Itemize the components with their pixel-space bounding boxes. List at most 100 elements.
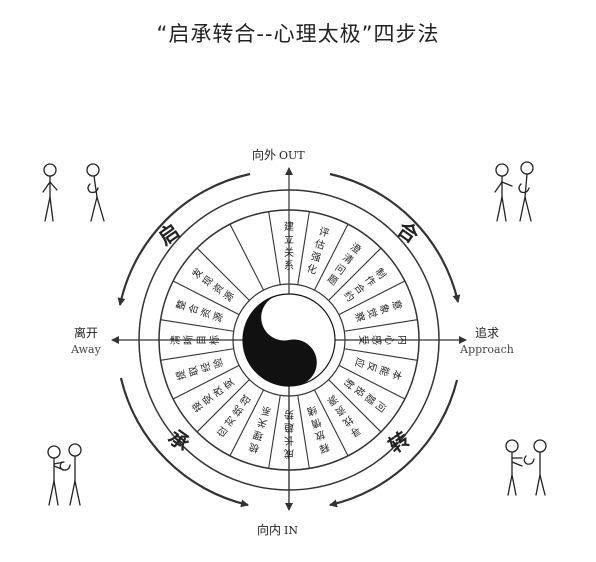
- sector-label-char: 察: [352, 310, 367, 324]
- sector-label-char: 关: [255, 416, 269, 431]
- stick-figures-top-left: [42, 163, 105, 222]
- yin-yang-symbol: [242, 293, 336, 387]
- axis-label-top-cn: 向外: [252, 147, 276, 162]
- sector-label-char: 象: [377, 303, 392, 316]
- sector-label-char: 释: [317, 440, 331, 455]
- sector-label-char: 能: [377, 364, 392, 378]
- sector-label-char: 势: [284, 408, 294, 421]
- sector-spoke: [338, 364, 406, 400]
- sector-spoke: [160, 348, 234, 361]
- sector-spoke: [160, 319, 234, 332]
- sector-spoke: [313, 223, 349, 291]
- sector-label-char: 取: [187, 364, 202, 377]
- sector-label-char: 验: [210, 356, 225, 370]
- sector-label-char: 系: [260, 403, 273, 418]
- sector-spoke: [297, 211, 310, 285]
- sector-label-char: 提: [174, 368, 189, 381]
- sector-label-char: 整: [173, 298, 188, 312]
- sector-label-char: 本: [389, 368, 404, 382]
- sector-label-char: 放: [313, 428, 327, 443]
- sector-spoke: [328, 247, 382, 301]
- axis-label-right-en: Approach: [459, 343, 514, 356]
- sector-label-char: 系: [284, 260, 294, 272]
- outer-ring: [138, 189, 440, 491]
- arc-arrow-cheng: [119, 377, 249, 508]
- sector-label-char: 应: [352, 356, 367, 370]
- sector-label-char: 标: [209, 335, 221, 345]
- sector-label-char: 受: [357, 335, 369, 345]
- axis-label-left-en: Away: [70, 343, 101, 356]
- sector-label-char: 意: [389, 298, 404, 312]
- axis-label-right-cn: 追求: [475, 325, 499, 340]
- sector-label-char: 建: [284, 220, 294, 233]
- sector-labels: 建立关系评估强化澄清问题制作合约意象觉察内心感受本能反应问题投射寻找资源释放情绪…: [169, 220, 409, 459]
- sector-label-char: 感: [370, 335, 383, 345]
- sector-spoke: [196, 379, 250, 433]
- axis-label-bottom-cn: 向内: [257, 522, 281, 537]
- sector-spoke: [328, 379, 382, 433]
- sector-label-char: 经: [198, 360, 213, 374]
- arc-arrow-zhuan: [329, 379, 459, 508]
- stick-figures-top-right: [494, 161, 534, 222]
- sector-spoke: [172, 280, 240, 316]
- sector-spoke: [229, 223, 265, 291]
- sector-spoke: [268, 395, 281, 469]
- sector-label-char: 源: [210, 310, 225, 324]
- sector-spoke: [172, 364, 240, 400]
- sector-label-char: 理: [252, 428, 265, 443]
- sector-label-char: 心: [383, 335, 395, 345]
- sector-label-char: 合: [186, 302, 201, 316]
- stick-figures-bottom-left: [47, 443, 82, 506]
- quadrant-label-qi: 启: [154, 219, 184, 250]
- stick-figures-bottom-right: [505, 439, 547, 496]
- axis-label-left-cn: 离开: [74, 325, 98, 340]
- sector-spoke: [338, 280, 406, 316]
- sector-spokes: [160, 211, 418, 469]
- sector-label-char: 反: [365, 360, 380, 373]
- arc-arrow-qi: [117, 172, 251, 306]
- sector-label-char: 内: [396, 335, 409, 345]
- sector-spoke: [344, 348, 418, 361]
- sector-label-char: 觉: [365, 307, 380, 320]
- sector-label-char: 绪: [305, 403, 319, 418]
- sector-spoke: [196, 247, 250, 301]
- sector-label-char: 情: [309, 416, 323, 431]
- sector-spoke: [297, 395, 310, 469]
- axis-label-bottom-en: IN: [284, 524, 298, 537]
- sector-label-char: 评: [317, 225, 330, 240]
- sector-label-char: 关: [284, 246, 294, 259]
- sector-label-char: 目: [197, 335, 208, 345]
- sector-label-char: 估: [313, 237, 327, 252]
- sector-label-char: 晰: [183, 335, 195, 345]
- middle-ring: [158, 209, 420, 471]
- arc-arrow-he: [329, 172, 461, 303]
- sector-label-char: 强: [309, 250, 322, 265]
- axis-label-top-en: OUT: [279, 149, 305, 162]
- sector-spoke: [229, 389, 265, 457]
- sector-spoke: [268, 211, 281, 285]
- sector-spoke: [313, 389, 349, 457]
- sector-label-char: 趋: [284, 421, 294, 434]
- quadrant-label-he: 合: [393, 217, 424, 249]
- sector-label-char: 化: [305, 261, 319, 276]
- sector-label-char: 成: [284, 447, 294, 459]
- sector-label-char: 长: [284, 434, 294, 446]
- sector-label-char: 清: [169, 335, 182, 345]
- sector-spoke: [344, 319, 418, 332]
- inner-ring: [232, 283, 346, 397]
